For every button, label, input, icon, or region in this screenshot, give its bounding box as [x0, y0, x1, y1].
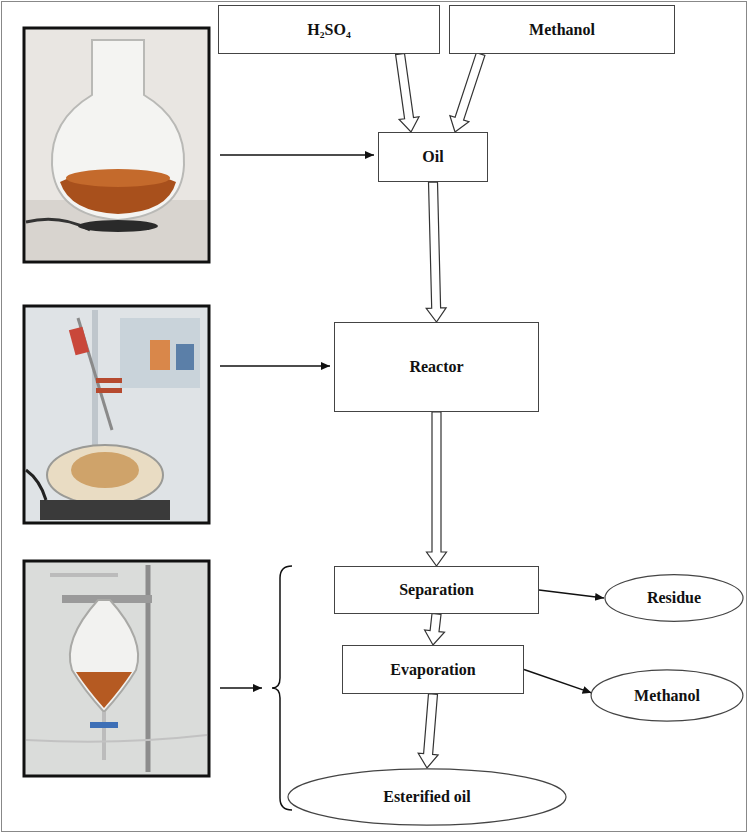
funnel-photo — [24, 561, 209, 776]
photo-pointer — [220, 687, 262, 689]
node-label: Esterified oil — [383, 787, 471, 806]
process-box: Reactor — [334, 322, 539, 412]
flow-arrow — [396, 53, 419, 132]
flow-arrow — [450, 53, 485, 132]
photo-pointer — [220, 365, 330, 367]
node-label: Separation — [399, 580, 474, 599]
output-ellipse: Esterified oil — [286, 768, 568, 826]
flow-arrow — [427, 412, 447, 566]
output-arrow — [539, 590, 604, 598]
node-label: Reactor — [409, 357, 463, 376]
reactor-photo — [24, 306, 209, 523]
flask-photo — [24, 28, 209, 262]
photo-pointer — [220, 154, 374, 156]
process-box: Separation — [334, 566, 539, 614]
reagent-box: Methanol — [449, 5, 675, 54]
output-ellipse: Residue — [604, 574, 744, 622]
reagent-box: H₂SO₄ — [218, 5, 440, 54]
output-arrow — [524, 670, 592, 693]
flow-arrow — [426, 182, 446, 322]
node-label: Oil — [422, 147, 443, 166]
output-ellipse: Methanol — [590, 669, 744, 722]
node-label: Methanol — [634, 686, 700, 705]
node-label: Residue — [647, 588, 701, 607]
group-bracket — [272, 566, 292, 810]
process-box: Evaporation — [342, 645, 524, 694]
flow-arrow — [418, 694, 438, 768]
flow-arrow — [425, 614, 445, 646]
process-box: Oil — [378, 132, 488, 182]
node-label: Evaporation — [390, 660, 475, 679]
node-label: H₂SO₄ — [307, 20, 350, 39]
node-label: Methanol — [529, 20, 595, 39]
